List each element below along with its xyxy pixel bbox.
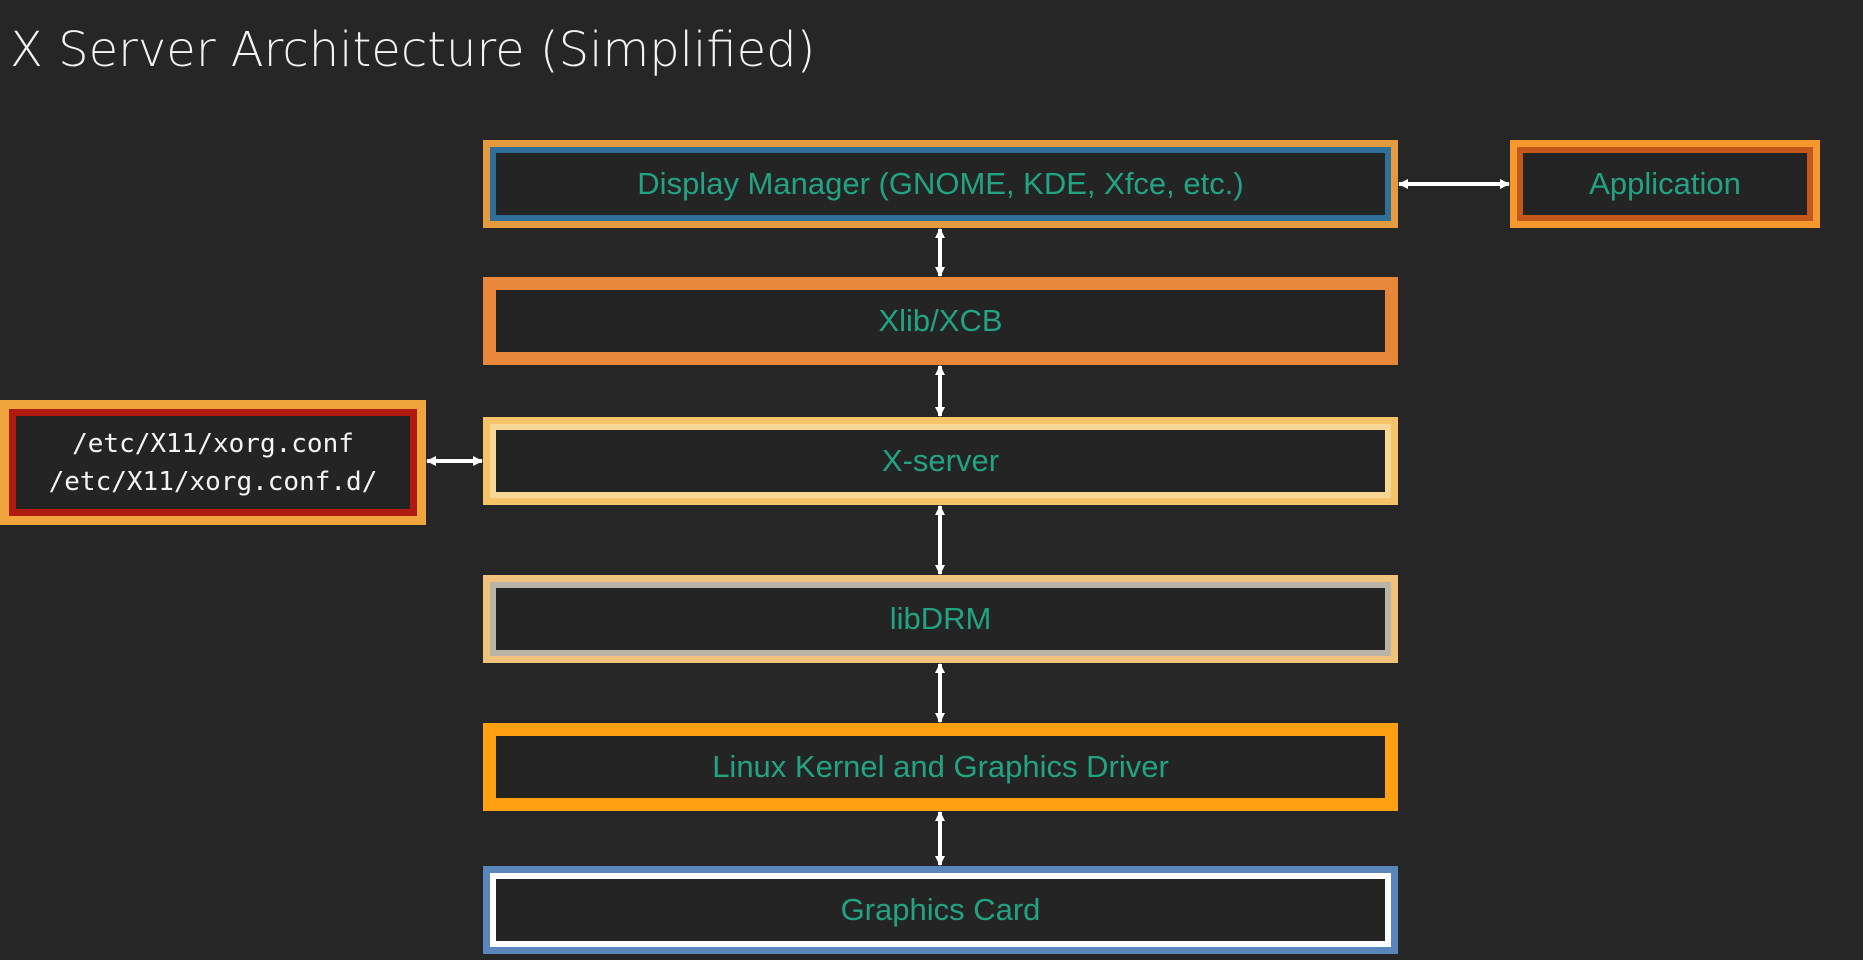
linux-kernel-label: Linux Kernel and Graphics Driver xyxy=(712,749,1169,784)
x-server-box: X-server xyxy=(483,417,1398,505)
application-label: Application xyxy=(1589,166,1741,201)
libdrm-box: libDRM xyxy=(483,575,1398,663)
application-box: Application xyxy=(1510,140,1820,228)
xorg-conf-d-path: /etc/X11/xorg.conf.d/ xyxy=(48,466,378,497)
page-title: X Server Architecture (Simplified) xyxy=(10,22,816,78)
graphics-card-box: Graphics Card xyxy=(483,866,1398,954)
graphics-card-label: Graphics Card xyxy=(840,892,1041,927)
display-manager-box: Display Manager (GNOME, KDE, Xfce, etc.) xyxy=(483,140,1398,228)
xlib-xcb-box: Xlib/XCB xyxy=(483,277,1398,365)
x-server-label: X-server xyxy=(881,443,1000,478)
linux-kernel-box: Linux Kernel and Graphics Driver xyxy=(483,723,1398,811)
xorg-config-box: /etc/X11/xorg.conf /etc/X11/xorg.conf.d/ xyxy=(0,400,426,525)
display-manager-label: Display Manager (GNOME, KDE, Xfce, etc.) xyxy=(637,166,1244,201)
xorg-config-text: /etc/X11/xorg.conf /etc/X11/xorg.conf.d/ xyxy=(49,425,378,501)
xlib-xcb-label: Xlib/XCB xyxy=(878,303,1003,338)
libdrm-label: libDRM xyxy=(889,601,992,636)
xorg-conf-path: /etc/X11/xorg.conf xyxy=(72,428,354,459)
